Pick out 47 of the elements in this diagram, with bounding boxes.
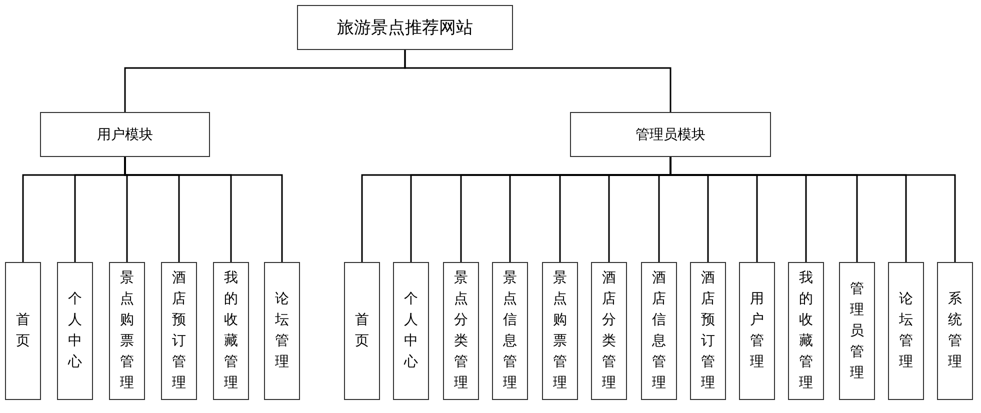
node-label: 旅游景点推荐网站 xyxy=(337,17,473,39)
connector-line xyxy=(670,157,956,262)
node-label: 景点信息管理 xyxy=(503,269,517,393)
node-label: 系统管理 xyxy=(948,290,962,372)
function-box xyxy=(213,262,249,400)
function-box xyxy=(57,262,93,400)
node-label: 首页 xyxy=(355,311,369,351)
function-box xyxy=(690,262,726,400)
function-box xyxy=(888,262,924,400)
node-label: 酒店信息管理 xyxy=(652,269,666,393)
connector-line xyxy=(124,157,283,262)
module-box xyxy=(570,112,771,157)
node-label: 酒店预订管理 xyxy=(701,269,715,393)
function-box xyxy=(344,262,380,400)
node-label: 我的收藏管理 xyxy=(224,269,238,393)
function-box xyxy=(788,262,824,400)
node-label: 首页 xyxy=(16,311,30,351)
connector-line xyxy=(404,50,672,112)
node-label: 用户模块 xyxy=(97,126,153,144)
function-box xyxy=(937,262,973,400)
function-box xyxy=(264,262,300,400)
title-box xyxy=(297,5,513,50)
node-label: 用户管理 xyxy=(750,290,764,372)
node-label: 论坛管理 xyxy=(899,290,913,372)
function-box xyxy=(393,262,429,400)
function-box xyxy=(641,262,677,400)
node-label: 景点购票管理 xyxy=(120,269,134,393)
function-box xyxy=(839,262,875,400)
function-box xyxy=(161,262,197,400)
node-label: 个人中心 xyxy=(68,290,82,372)
node-label: 论坛管理 xyxy=(275,290,289,372)
node-label: 我的收藏管理 xyxy=(799,269,813,393)
function-box xyxy=(591,262,627,400)
function-box xyxy=(542,262,578,400)
node-label: 管理员管理 xyxy=(850,280,864,382)
function-box xyxy=(5,262,41,400)
function-box xyxy=(492,262,528,400)
node-label: 景点分类管理 xyxy=(454,269,468,393)
module-box xyxy=(40,112,210,157)
node-label: 酒店预订管理 xyxy=(172,269,186,393)
node-label: 个人中心 xyxy=(404,290,418,372)
node-label: 景点购票管理 xyxy=(553,269,567,393)
function-box xyxy=(443,262,479,400)
node-label: 管理员模块 xyxy=(636,126,706,144)
node-label: 酒店分类管理 xyxy=(602,269,616,393)
function-box xyxy=(109,262,145,400)
function-box xyxy=(739,262,775,400)
